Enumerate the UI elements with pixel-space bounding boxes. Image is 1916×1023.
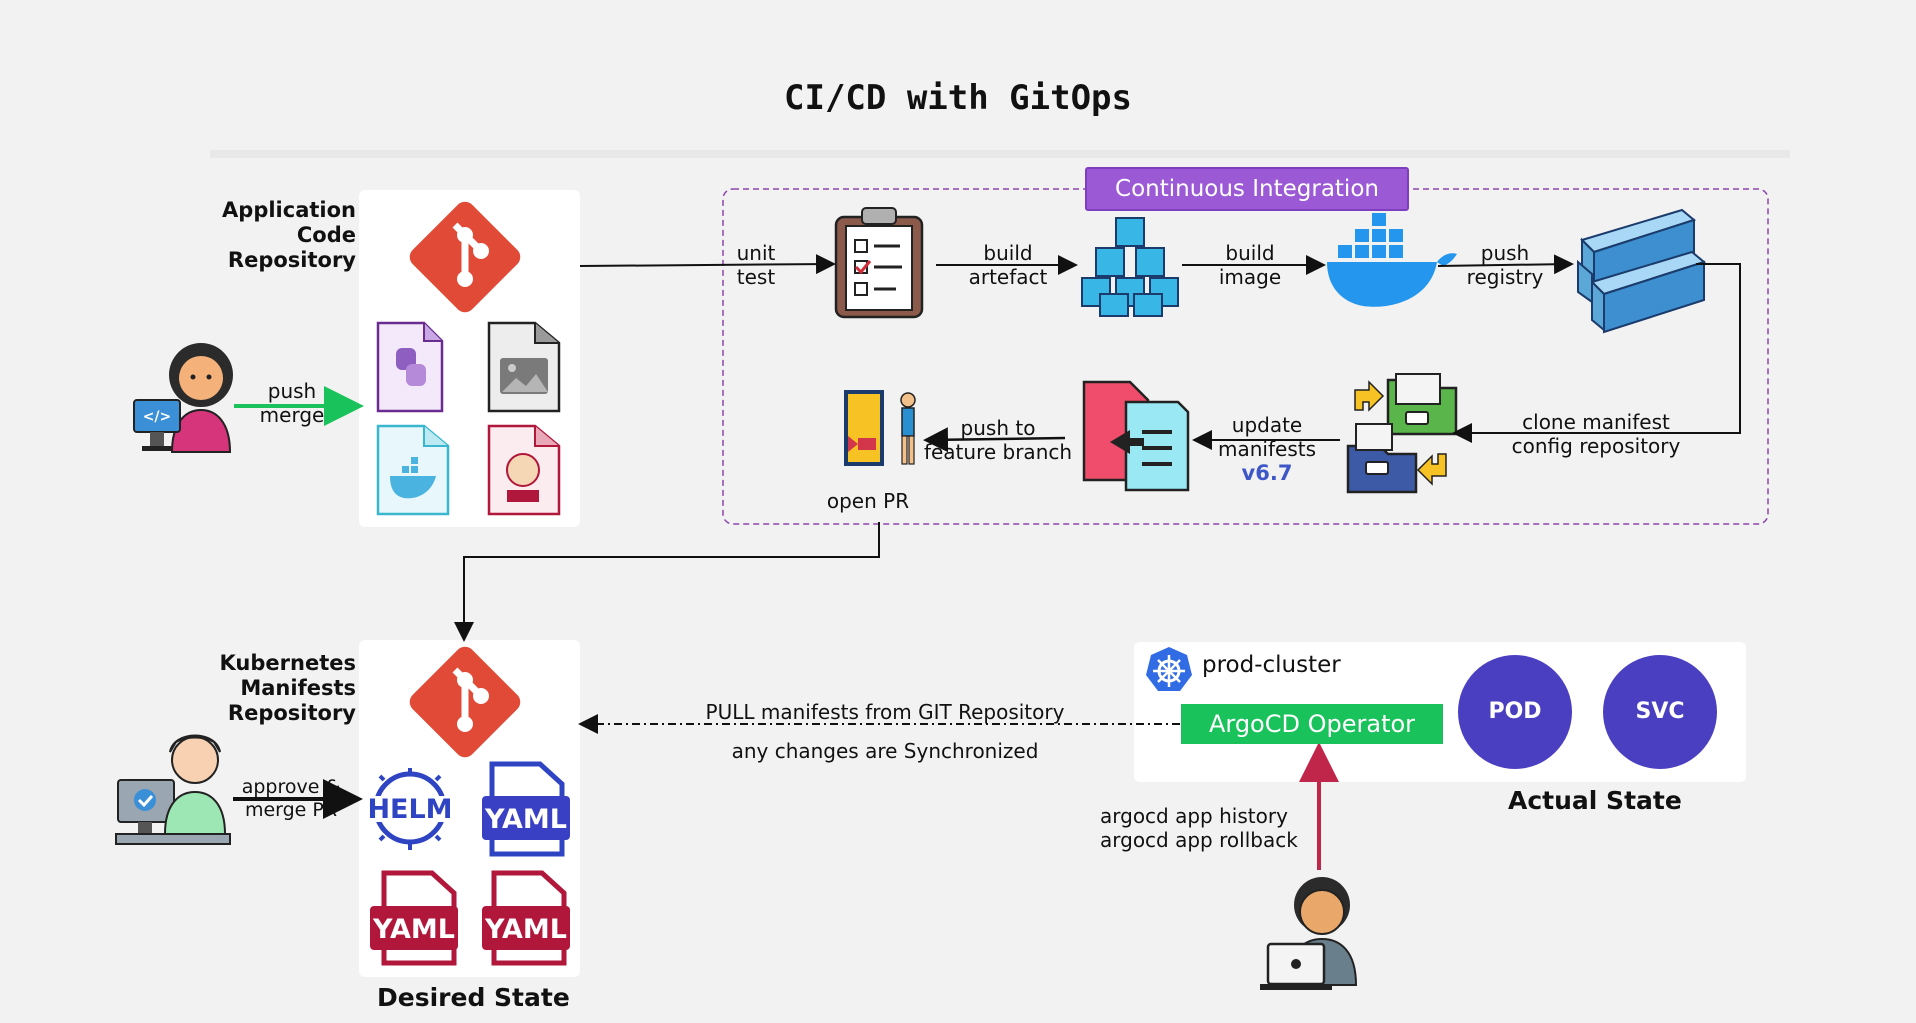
reviewer-icon xyxy=(115,734,231,845)
page-title: CI/CD with GitOps xyxy=(784,78,1132,118)
folder-sync-icon xyxy=(1346,373,1458,494)
manifest-files-icon xyxy=(1082,380,1190,492)
helm-icon: HELM xyxy=(367,768,453,850)
version-label: v6.7 xyxy=(1241,461,1293,485)
argocd-operator: ArgoCD Operator xyxy=(1181,704,1443,744)
kubernetes-icon xyxy=(1146,647,1192,691)
manifest-to-door-arrow xyxy=(923,427,1066,453)
yaml-file-icon-red: YAML xyxy=(482,870,570,966)
desired-state-label: Desired State xyxy=(377,983,570,1012)
docker-file-icon xyxy=(376,424,450,516)
yaml-file-icon-red: YAML xyxy=(370,870,458,966)
door-person-icon xyxy=(844,390,916,466)
k8s-repo-panel xyxy=(359,640,580,977)
python-file-icon xyxy=(376,321,444,413)
jenkins-file-icon xyxy=(487,424,561,516)
helm-label: HELM xyxy=(367,794,452,825)
open-pr-label: open PR xyxy=(826,489,910,513)
cubes-icon xyxy=(1081,217,1179,317)
svc-circle: SVC xyxy=(1603,655,1717,769)
developer-icon: </> xyxy=(133,343,233,453)
operator-user-icon xyxy=(1260,877,1358,990)
approve-merge-label: approve &merge PR xyxy=(241,776,341,821)
image-file-icon xyxy=(487,321,561,413)
open-pr-arrow xyxy=(454,522,880,642)
yaml-file-icon-blue: YAML xyxy=(482,761,570,857)
registry-to-clone-arrow xyxy=(1452,263,1741,443)
docker-to-registry-arrow xyxy=(1437,254,1574,275)
ci-badge: Continuous Integration xyxy=(1085,167,1409,211)
git-logo-icon xyxy=(409,646,521,758)
yaml-label: YAML xyxy=(484,804,567,835)
cluster-name: prod-cluster xyxy=(1202,652,1341,678)
app-to-unit-test-arrow xyxy=(579,254,836,275)
yaml-label: YAML xyxy=(484,914,567,945)
title-divider xyxy=(210,150,1790,158)
yaml-label: YAML xyxy=(372,914,455,945)
pod-circle: POD xyxy=(1458,655,1572,769)
registry-containers-icon xyxy=(1577,208,1707,334)
svg-text:</>: </> xyxy=(143,409,172,425)
docker-icon xyxy=(1327,213,1457,307)
actual-state-label: Actual State xyxy=(1508,786,1682,815)
git-logo-icon xyxy=(409,201,521,313)
clipboard-icon xyxy=(834,207,924,319)
